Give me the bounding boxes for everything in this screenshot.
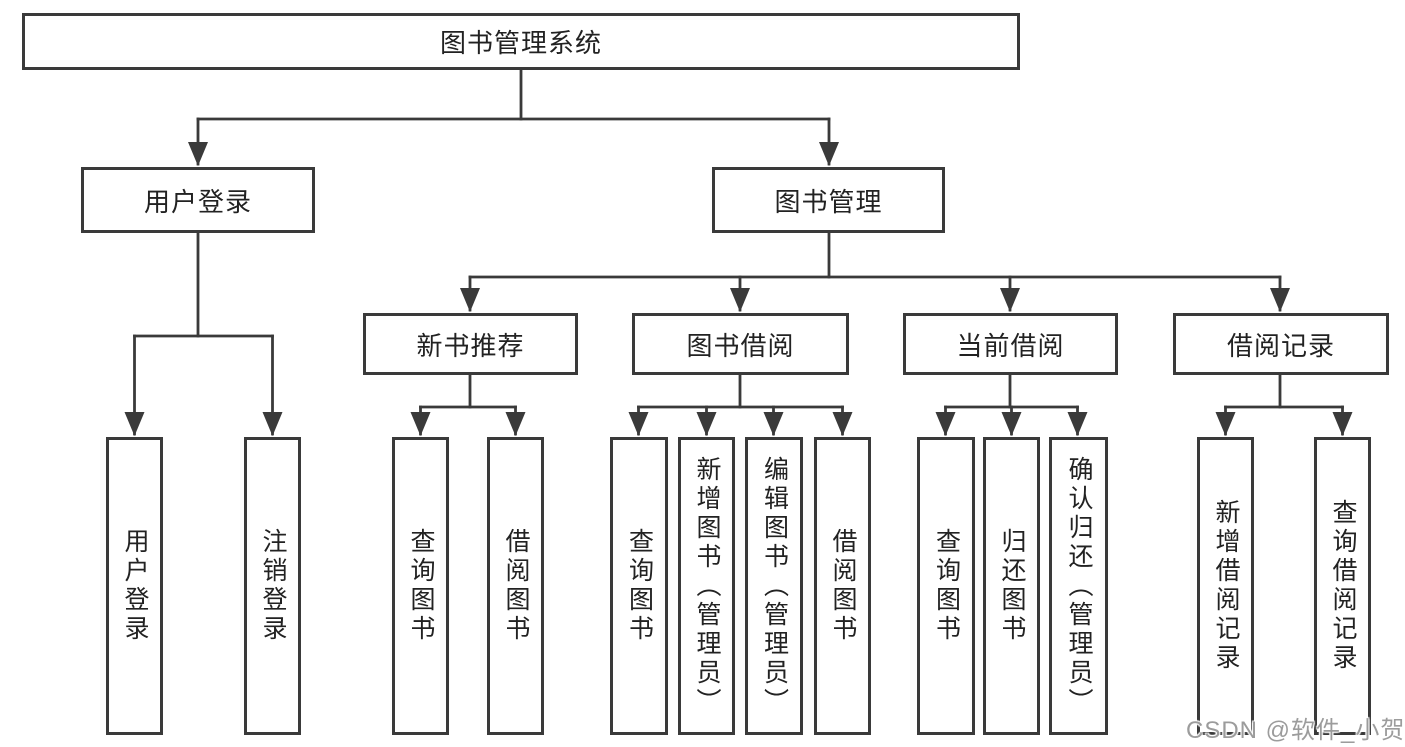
node-book-management-label: 图书管理 bbox=[774, 186, 883, 217]
leaf-query-borrow-record: 查询借阅记录 bbox=[1314, 437, 1371, 735]
node-current-borrow: 当前借阅 bbox=[903, 313, 1118, 375]
node-book-borrow: 图书借阅 bbox=[632, 313, 849, 375]
leaf-add-borrow-record: 新增借阅记录 bbox=[1197, 437, 1254, 735]
node-current-borrow-label: 当前借阅 bbox=[956, 330, 1065, 361]
leaf-recommend-borrow-books-label: 借阅图书 bbox=[502, 528, 530, 644]
leaf-current-query-books: 查询图书 bbox=[917, 437, 975, 735]
leaf-return-books-label: 归还图书 bbox=[998, 528, 1026, 644]
leaf-borrow-books-label: 借阅图书 bbox=[829, 528, 857, 644]
leaf-borrow-query-books: 查询图书 bbox=[610, 437, 668, 735]
leaf-recommend-borrow-books: 借阅图书 bbox=[487, 437, 544, 735]
node-book-borrow-label: 图书借阅 bbox=[686, 330, 795, 361]
leaf-edit-books-admin: 编辑图书（管理员） bbox=[745, 437, 803, 735]
leaf-logout: 注销登录 bbox=[244, 437, 301, 735]
node-book-management: 图书管理 bbox=[712, 167, 945, 233]
leaf-user-login: 用户登录 bbox=[106, 437, 163, 735]
leaf-recommend-query-books: 查询图书 bbox=[392, 437, 449, 735]
node-borrow-records: 借阅记录 bbox=[1173, 313, 1389, 375]
leaf-edit-books-admin-label: 编辑图书（管理员） bbox=[760, 455, 789, 717]
leaf-user-login-label: 用户登录 bbox=[121, 528, 149, 644]
leaf-current-query-books-label: 查询图书 bbox=[932, 528, 961, 644]
leaf-borrow-books: 借阅图书 bbox=[814, 437, 871, 735]
node-root-label: 图书管理系统 bbox=[439, 28, 602, 58]
node-user-login-branch: 用户登录 bbox=[81, 167, 315, 233]
leaf-add-borrow-record-label: 新增借阅记录 bbox=[1212, 499, 1240, 673]
leaf-logout-label: 注销登录 bbox=[259, 528, 287, 644]
node-borrow-records-label: 借阅记录 bbox=[1226, 330, 1335, 361]
leaf-confirm-return-admin: 确认归还（管理员） bbox=[1049, 437, 1108, 735]
leaf-confirm-return-admin-label: 确认归还（管理员） bbox=[1065, 455, 1093, 717]
leaf-add-books-admin-label: 新增图书（管理员） bbox=[693, 455, 721, 717]
leaf-add-books-admin: 新增图书（管理员） bbox=[678, 437, 735, 735]
node-new-book-recommend-label: 新书推荐 bbox=[416, 330, 525, 361]
node-root: 图书管理系统 bbox=[22, 13, 1020, 70]
leaf-borrow-query-books-label: 查询图书 bbox=[625, 528, 654, 644]
csdn-watermark: CSDN @软件_小贺同学 bbox=[1186, 717, 1405, 744]
leaf-return-books: 归还图书 bbox=[983, 437, 1040, 735]
node-user-login-branch-label: 用户登录 bbox=[143, 186, 252, 217]
node-new-book-recommend: 新书推荐 bbox=[363, 313, 578, 375]
leaf-query-borrow-record-label: 查询借阅记录 bbox=[1329, 499, 1357, 673]
leaf-recommend-query-books-label: 查询图书 bbox=[407, 528, 435, 644]
